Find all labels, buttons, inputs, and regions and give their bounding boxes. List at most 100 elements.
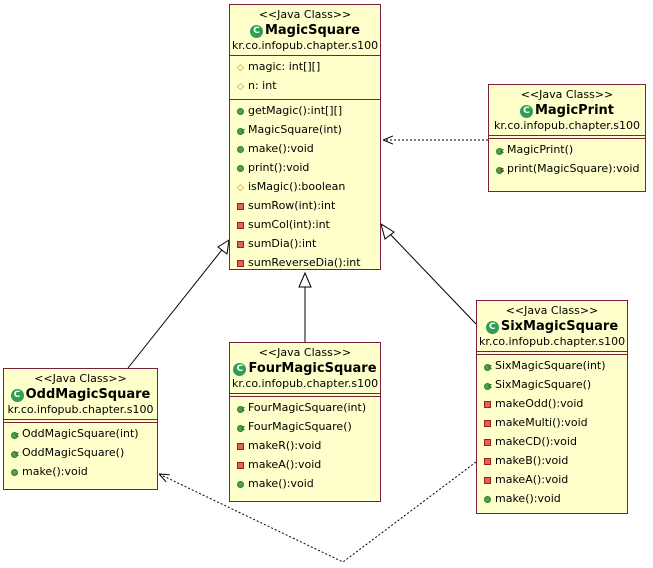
method-row: makeA():void xyxy=(230,456,380,475)
stereotype-label: <<Java Class>> xyxy=(520,88,614,101)
fields-section xyxy=(4,420,157,423)
private-method-icon xyxy=(237,259,244,267)
constructor-icon: c xyxy=(236,404,245,413)
method-row: sumCol(int):int xyxy=(230,216,380,235)
fields-section xyxy=(489,136,645,139)
stereotype-label: <<Java Class>> xyxy=(258,8,352,21)
generalization-arrowhead-six xyxy=(380,222,395,240)
method-row: getMagic():int[][] xyxy=(230,102,380,121)
public-method-icon xyxy=(237,480,244,488)
public-method-icon xyxy=(484,495,491,503)
constructor-icon: c xyxy=(495,146,504,155)
class-icon: C xyxy=(249,25,263,38)
private-method-icon xyxy=(484,419,491,427)
private-method-icon xyxy=(484,400,491,408)
private-method-icon xyxy=(484,476,491,484)
package-label: kr.co.infopub.chapter.s100 xyxy=(7,403,154,416)
private-method-icon xyxy=(237,240,244,248)
generalization-arrowhead-odd xyxy=(217,238,230,255)
package-label: kr.co.infopub.chapter.s100 xyxy=(493,119,641,132)
method-row: makeA():void xyxy=(477,471,627,490)
method-row: makeMulti():void xyxy=(477,414,627,433)
class-icon: C xyxy=(485,321,499,334)
static-method-icon: s xyxy=(495,165,504,174)
method-row: makeCD():void xyxy=(477,433,627,452)
class-icon: C xyxy=(233,363,247,376)
private-method-icon xyxy=(484,438,491,446)
package-label: kr.co.infopub.chapter.s100 xyxy=(232,39,379,52)
method-row: sumReverseDia():int xyxy=(230,254,380,273)
field-row: ◇magic: int[][] xyxy=(230,58,380,77)
fields-section: ◇magic: int[][] ◇n: int xyxy=(230,56,380,100)
method-row: makeR():void xyxy=(230,437,380,456)
method-row: make():void xyxy=(4,463,157,482)
constructor-icon: c xyxy=(10,430,19,439)
stereotype-label: <<Java Class>> xyxy=(258,346,352,359)
private-method-icon xyxy=(237,221,244,229)
method-row: make():void xyxy=(230,475,380,494)
generalization-arrowhead-four xyxy=(298,271,312,288)
method-row: make():void xyxy=(477,490,627,509)
class-icon: C xyxy=(519,105,533,118)
method-row: sumDia():int xyxy=(230,235,380,254)
method-row: ◇isMagic():boolean xyxy=(230,178,380,197)
constructor-icon: c xyxy=(236,423,245,432)
constructor-icon: c xyxy=(483,362,492,371)
public-method-icon xyxy=(237,145,244,153)
public-method-icon xyxy=(11,468,18,476)
method-row: make():void xyxy=(230,140,380,159)
class-icon: C xyxy=(10,389,24,402)
method-row: sumRow(int):int xyxy=(230,197,380,216)
constructor-icon: c xyxy=(236,126,245,135)
private-method-icon xyxy=(237,461,244,469)
stereotype-label: <<Java Class>> xyxy=(34,372,127,385)
fields-section xyxy=(230,394,380,397)
protected-method-icon: ◇ xyxy=(237,183,244,193)
private-method-icon xyxy=(484,457,491,465)
protected-field-icon: ◇ xyxy=(237,63,244,73)
private-method-icon xyxy=(237,442,244,450)
package-label: kr.co.infopub.chapter.s100 xyxy=(232,377,379,390)
field-row: ◇n: int xyxy=(230,77,380,96)
public-method-icon xyxy=(237,107,244,115)
private-method-icon xyxy=(237,202,244,210)
method-row: makeOdd():void xyxy=(477,395,627,414)
public-method-icon xyxy=(237,164,244,172)
stereotype-label: <<Java Class>> xyxy=(505,304,599,317)
method-row: print():void xyxy=(230,159,380,178)
method-row: makeB():void xyxy=(477,452,627,471)
generalization-six-to-magicsquare xyxy=(389,233,477,325)
constructor-icon: c xyxy=(483,381,492,390)
package-label: kr.co.infopub.chapter.s100 xyxy=(479,335,626,348)
